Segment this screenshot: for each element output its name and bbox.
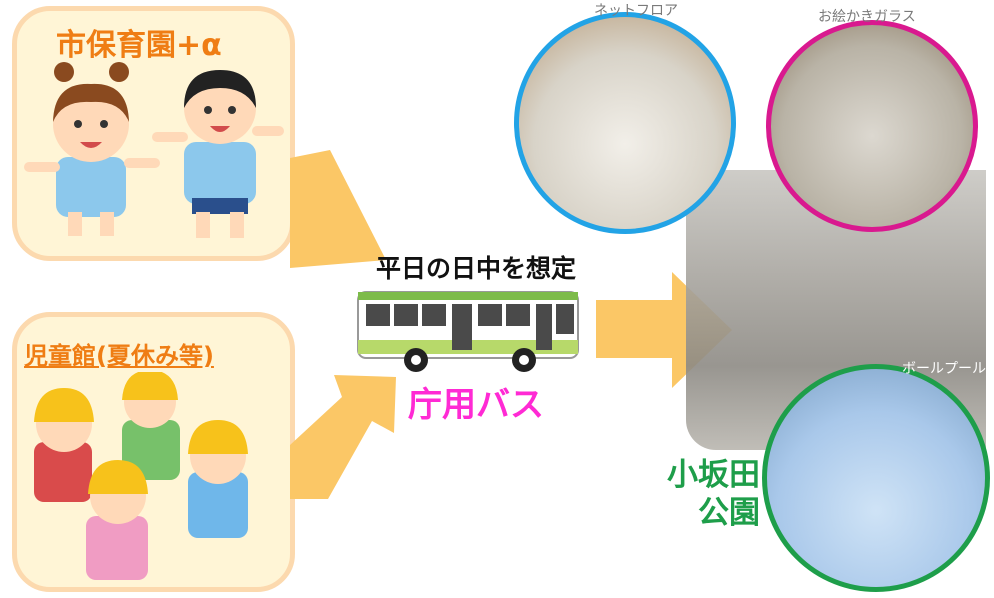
nursery-children-illustration [24, 62, 284, 238]
nursery-title: 市保育園+α [56, 28, 222, 63]
net-floor-photo-circle [514, 12, 736, 234]
children-hall-illustration [34, 372, 248, 580]
child-figure-2 [122, 372, 180, 480]
bus-illustration [357, 291, 579, 372]
girl-figure [24, 62, 160, 236]
drawing-glass-photo-circle [766, 20, 978, 232]
arrow-lower [290, 375, 396, 499]
child-figure-4 [86, 460, 148, 580]
drawing-glass-label: お絵かきガラス [818, 9, 916, 25]
ball-pool-label: ボールプール [902, 361, 986, 377]
park-name: 小坂田 公園 [660, 456, 760, 532]
schedule-caption: 平日の日中を想定 [376, 254, 577, 283]
arrow-upper [290, 150, 386, 268]
park-name-line1: 小坂田 [667, 457, 760, 493]
children-hall-title: 児童館(夏休み等) [24, 342, 214, 370]
net-floor-label: ネットフロア [594, 3, 678, 19]
child-figure-3 [188, 420, 248, 538]
bus-label: 庁用バス [408, 385, 544, 425]
child-figure-1 [34, 388, 94, 502]
ball-pool-photo-circle [762, 364, 990, 592]
boy-figure [152, 70, 284, 238]
park-name-line2: 公園 [698, 495, 760, 531]
